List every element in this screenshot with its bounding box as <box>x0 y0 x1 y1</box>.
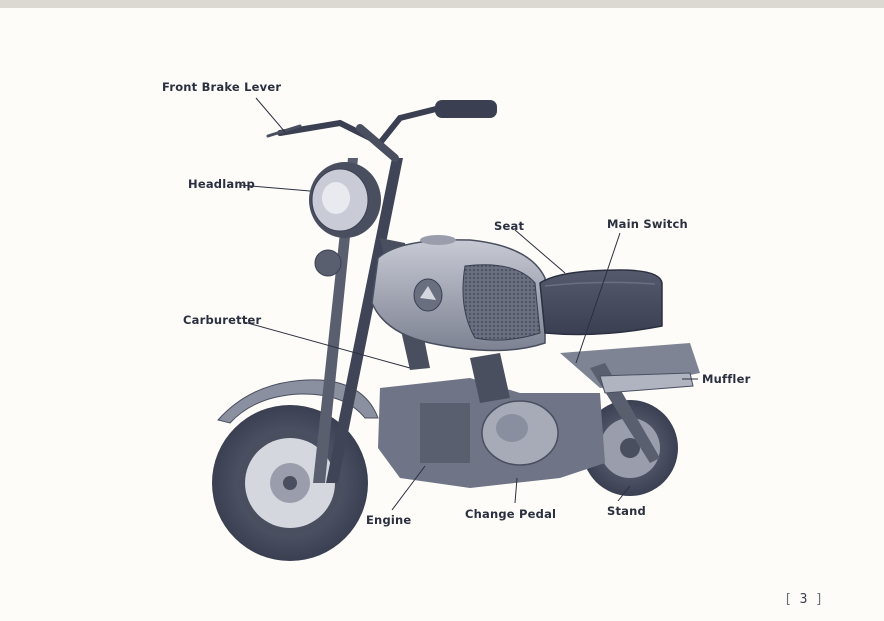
label-seat: Seat <box>494 219 525 233</box>
leader-headlamp <box>239 184 311 192</box>
manual-page: Front Brake Lever Headlamp Seat Main Swi… <box>0 8 884 621</box>
handlebars <box>266 100 497 162</box>
leader-change-pedal <box>514 477 518 504</box>
fuel-tank <box>371 235 546 352</box>
leader-seat <box>514 229 566 274</box>
leader-stand <box>617 485 631 502</box>
headlamp <box>309 162 381 238</box>
label-headlamp: Headlamp <box>188 177 255 191</box>
label-carburetter: Carburetter <box>183 313 262 327</box>
engine-block <box>378 353 605 488</box>
muffler-body <box>599 372 694 394</box>
front-fork-left <box>313 158 358 483</box>
label-main-switch: Main Switch <box>607 217 688 231</box>
label-muffler: Muffler <box>702 372 751 386</box>
page-number: [ 3 ] <box>784 592 824 607</box>
page-number-value: 3 <box>799 592 808 607</box>
motorcycle-illustration <box>212 97 700 561</box>
leader-lines <box>239 97 698 511</box>
label-engine: Engine <box>366 513 412 527</box>
front-fender <box>217 379 379 424</box>
label-stand: Stand <box>607 504 646 518</box>
label-change-pedal: Change Pedal <box>465 507 557 521</box>
label-front-brake-lever: Front Brake Lever <box>162 80 282 94</box>
leader-carburetter <box>243 321 411 369</box>
leader-engine <box>391 465 426 511</box>
leader-main-switch <box>575 232 621 364</box>
scan-top-edge <box>0 0 884 8</box>
seat <box>539 269 663 336</box>
leader-front-brake-lever <box>255 97 286 133</box>
horn <box>314 249 342 277</box>
